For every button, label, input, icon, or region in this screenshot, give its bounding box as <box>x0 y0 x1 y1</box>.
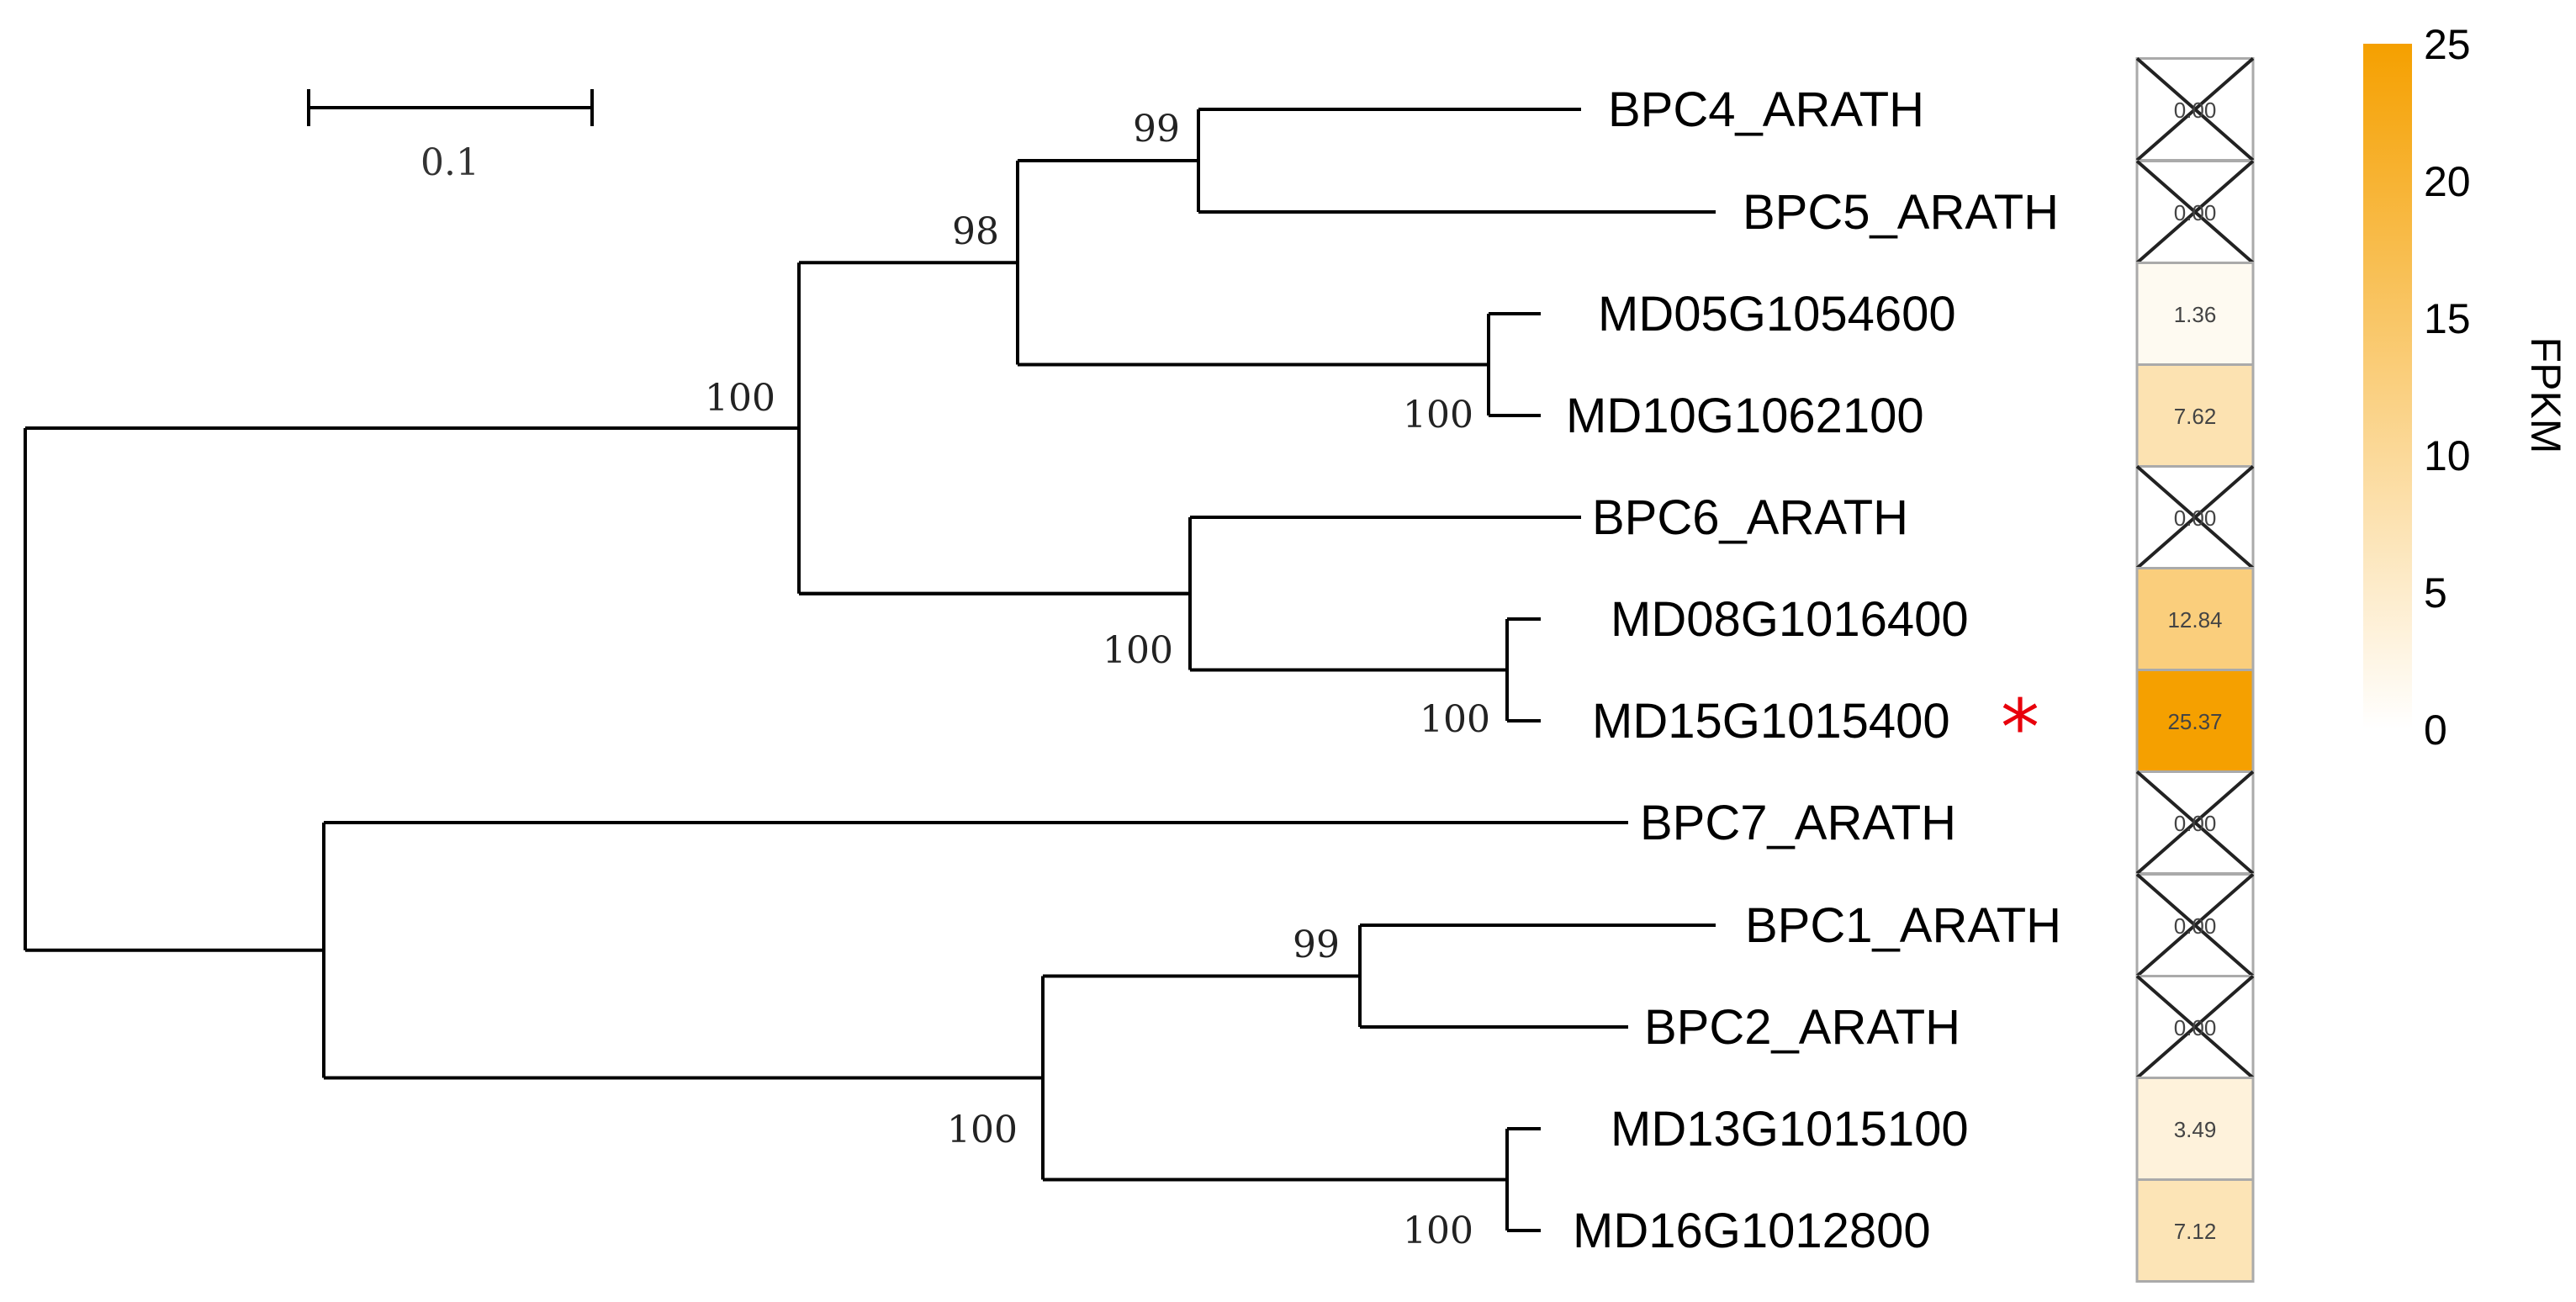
leaf-label-l1: BPC5_ARATH <box>1743 185 2059 240</box>
heatmap-value-l6: 25.37 <box>2167 709 2222 734</box>
heatmap-value-l8: 0.00 <box>2174 913 2217 939</box>
heatmap-cell-l5 <box>2135 567 2255 671</box>
highlight-asterisk-icon: * <box>2001 683 2039 773</box>
leaf-label-l0: BPC4_ARATH <box>1608 82 1924 137</box>
colorbar-ticks: 0 5 10 15 20 25 <box>2424 21 2471 754</box>
leaf-label-l10: MD13G1015100 <box>1611 1102 1969 1156</box>
colorbar-tick-5: 5 <box>2424 569 2447 617</box>
cross-mark-icon <box>2135 974 2255 1080</box>
colorbar-tick-0: 0 <box>2424 707 2447 754</box>
heatmap-value-l9: 0.00 <box>2174 1015 2217 1040</box>
heatmap-value-l4: 0.00 <box>2174 505 2217 531</box>
tree-branches <box>24 108 1716 1232</box>
bootstrap-n_upper: 100 <box>705 377 775 420</box>
heatmap-value-l11: 7.12 <box>2174 1219 2217 1244</box>
fpkm-heatmap: 0.00 0.00 1.36 7.62 0.00 12.84 25.37 0.00 0.00 0.… <box>2135 56 2255 1283</box>
heatmap-value-l7: 0.00 <box>2174 811 2217 836</box>
leaf-label-l6: MD15G1015400 <box>1592 694 1950 749</box>
bootstrap-labels: 99 100 98 100 100 100 99 100 100 <box>705 108 1490 1252</box>
bootstrap-n_b: 100 <box>1103 629 1173 672</box>
bootstrap-n_bpc12: 99 <box>1293 924 1340 966</box>
leaf-label-l8: BPC1_ARATH <box>1745 898 2061 953</box>
cross-mark-icon <box>2135 464 2255 570</box>
bootstrap-n_a: 98 <box>952 210 999 253</box>
cross-mark-icon <box>2135 770 2255 876</box>
colorbar-tick-20: 20 <box>2424 158 2471 205</box>
colorbar-tick-25: 25 <box>2424 21 2471 68</box>
colorbar-tick-10: 10 <box>2424 432 2471 479</box>
heatmap-value-l10: 3.49 <box>2174 1117 2217 1142</box>
leaf-label-l9: BPC2_ARATH <box>1644 1000 1960 1055</box>
leaf-label-l2: MD05G1054600 <box>1598 287 1956 341</box>
leaf-label-l4: BPC6_ARATH <box>1592 490 1908 545</box>
bootstrap-n_c: 100 <box>947 1109 1018 1151</box>
cross-mark-icon <box>2135 159 2255 265</box>
colorbar-title: FPKM <box>2522 337 2569 454</box>
colorbar-gradient <box>2363 44 2412 729</box>
heatmap-cell-l11 <box>2135 1178 2255 1283</box>
scale-bar: 0.1 <box>307 89 594 184</box>
heatmap-value-l2: 1.36 <box>2174 302 2217 327</box>
bootstrap-n_md05_10: 100 <box>1403 394 1473 437</box>
bootstrap-n_bpc45: 99 <box>1133 108 1180 151</box>
leaf-label-l11: MD16G1012800 <box>1573 1204 1931 1258</box>
heatmap-cell-l3 <box>2135 363 2255 468</box>
leaf-labels: BPC4_ARATH BPC5_ARATH MD05G1054600MD10G106… <box>1566 82 2061 1258</box>
bootstrap-n_md13_16: 100 <box>1403 1209 1473 1252</box>
heatmap-cell-l10 <box>2135 1077 2255 1181</box>
cross-mark-icon <box>2135 872 2255 978</box>
heatmap-value-l0: 0.00 <box>2174 98 2217 123</box>
heatmap-value-l5: 12.84 <box>2167 607 2222 632</box>
heatmap-cell-l6 <box>2135 669 2255 773</box>
leaf-label-l7: BPC7_ARATH <box>1640 796 1956 850</box>
leaf-label-l5: MD08G1016400 <box>1611 592 1969 647</box>
leaf-label-l3: MD10G1062100 <box>1566 389 1924 443</box>
colorbar-tick-15: 15 <box>2424 295 2471 342</box>
cross-mark-icon <box>2135 56 2255 162</box>
heatmap-value-l1: 0.00 <box>2174 200 2217 225</box>
colorbar: 0 5 10 15 20 25 FPKM <box>2363 21 2569 754</box>
heatmap-cell-l2 <box>2135 262 2255 366</box>
bootstrap-n_md08_15: 100 <box>1420 698 1490 741</box>
heatmap-value-l3: 7.62 <box>2174 404 2217 429</box>
scale-bar-label: 0.1 <box>421 141 479 184</box>
